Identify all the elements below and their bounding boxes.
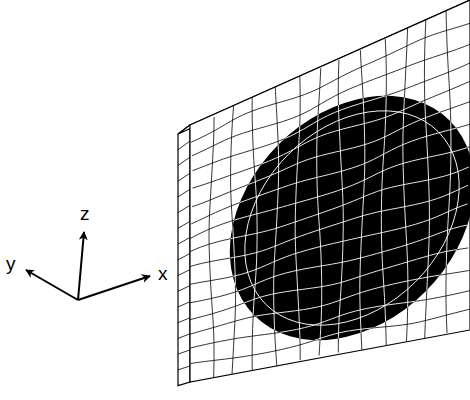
y-axis bbox=[26, 270, 78, 300]
mesh-line bbox=[178, 221, 190, 228]
mesh-line bbox=[192, 80, 470, 188]
mesh-line bbox=[178, 270, 190, 276]
plate-side bbox=[178, 125, 190, 386]
mesh-line bbox=[403, 27, 408, 344]
mesh-line bbox=[178, 141, 190, 150]
mesh-line bbox=[188, 185, 468, 267]
mesh-line bbox=[178, 350, 190, 354]
filled-region bbox=[181, 47, 470, 389]
mesh-line bbox=[209, 117, 214, 379]
z-axis bbox=[78, 232, 84, 300]
mesh-line bbox=[188, 204, 468, 285]
mesh-line bbox=[202, 68, 470, 368]
mesh-line bbox=[190, 291, 470, 349]
mesh-line bbox=[178, 318, 190, 323]
mesh-line bbox=[295, 76, 300, 360]
mesh-line bbox=[191, 124, 470, 224]
mesh-line bbox=[191, 309, 470, 364]
axis-label: y bbox=[6, 254, 16, 273]
mesh-line bbox=[178, 237, 190, 244]
mesh-line bbox=[192, 43, 470, 155]
mesh-line bbox=[178, 302, 190, 307]
mesh-line bbox=[231, 105, 236, 376]
mesh-line bbox=[209, 117, 214, 379]
mesh-line bbox=[424, 17, 429, 339]
mesh-line bbox=[360, 50, 365, 350]
axis-label: z bbox=[80, 204, 90, 223]
mesh-line bbox=[178, 189, 190, 197]
x-axis bbox=[78, 276, 150, 300]
axis-triad bbox=[26, 232, 150, 300]
mesh-line bbox=[178, 254, 190, 260]
mesh-line bbox=[192, 101, 470, 207]
mesh-line bbox=[188, 248, 468, 320]
mesh-line bbox=[274, 84, 279, 366]
mesh-line bbox=[190, 147, 470, 239]
plate bbox=[178, 0, 470, 389]
mesh-line bbox=[381, 39, 386, 348]
mesh-line bbox=[178, 173, 190, 181]
mesh-line bbox=[178, 366, 190, 370]
mesh-line bbox=[178, 205, 190, 212]
mesh-line bbox=[178, 157, 190, 165]
mesh-line bbox=[189, 167, 469, 252]
mesh-line bbox=[178, 286, 190, 292]
mesh-line bbox=[188, 225, 468, 303]
mesh-line bbox=[317, 68, 322, 355]
axis-label: x bbox=[158, 264, 168, 283]
mesh-line bbox=[178, 334, 190, 339]
mesh-line bbox=[446, 8, 451, 333]
